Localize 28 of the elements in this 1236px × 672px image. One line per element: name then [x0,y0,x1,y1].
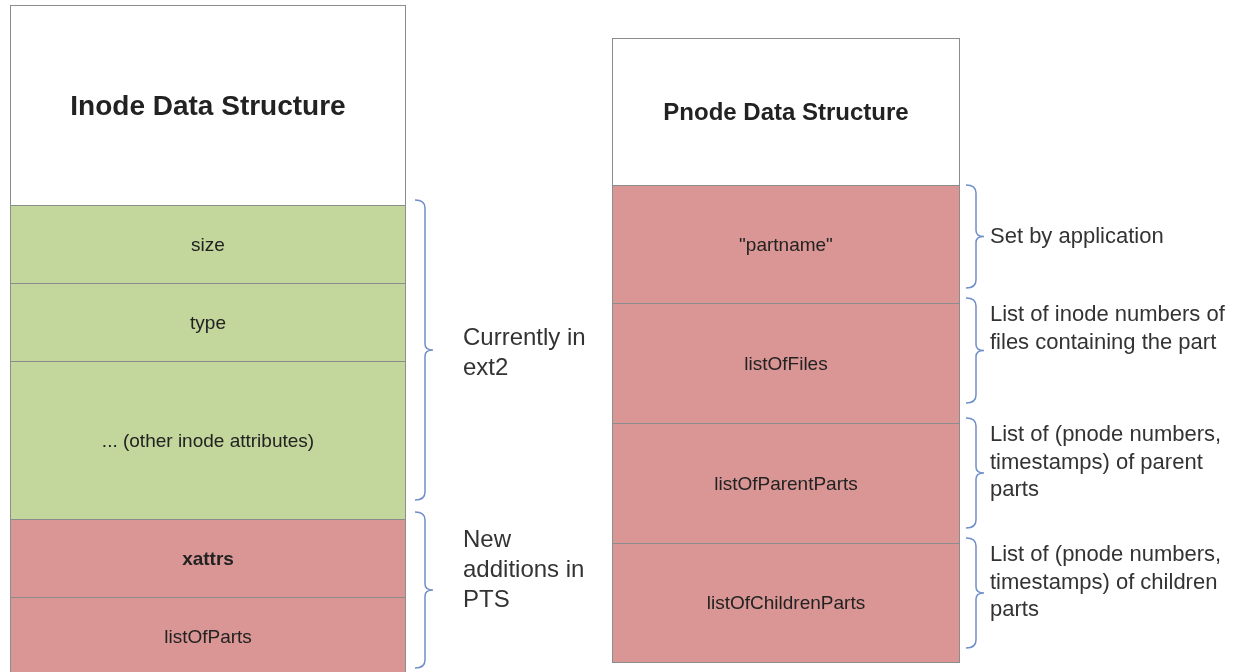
field-name: xattrs [182,547,234,570]
field-name: type [190,311,226,334]
annotation-text: Set by application [990,222,1165,250]
annotation-text: Currently in ext2 [463,322,587,382]
field-row [10,283,406,362]
field-row [10,205,406,284]
annotation-text: List of inode numbers of files containing the part [990,300,1226,355]
annotation-text: List of (pnode numbers, timestamps) of parent parts [990,420,1223,503]
field-row [612,185,960,304]
field-row [10,361,406,520]
field-name: listOfChildrenParts [706,592,866,614]
field-name: Inode Data Structure [70,89,346,122]
annotation-text: List of (pnode numbers, timestamps) of children parts [990,540,1223,623]
field-name: listOfParentParts [714,472,858,495]
annotation-text: New additions in PTS [463,524,586,614]
field-row [612,543,960,663]
field-row [612,303,960,424]
field-name: Pnode Data Structure [663,98,909,126]
field-name: listOfFiles [744,352,828,375]
table-header [10,5,406,206]
field-name: size [191,233,225,256]
field-name: "partname" [739,233,833,256]
field-name: ... (other inode attributes) [101,429,315,452]
field-row [10,519,406,598]
field-name: listOfParts [164,626,252,648]
field-row [10,597,406,672]
field-row [612,423,960,544]
table-header [612,38,960,186]
